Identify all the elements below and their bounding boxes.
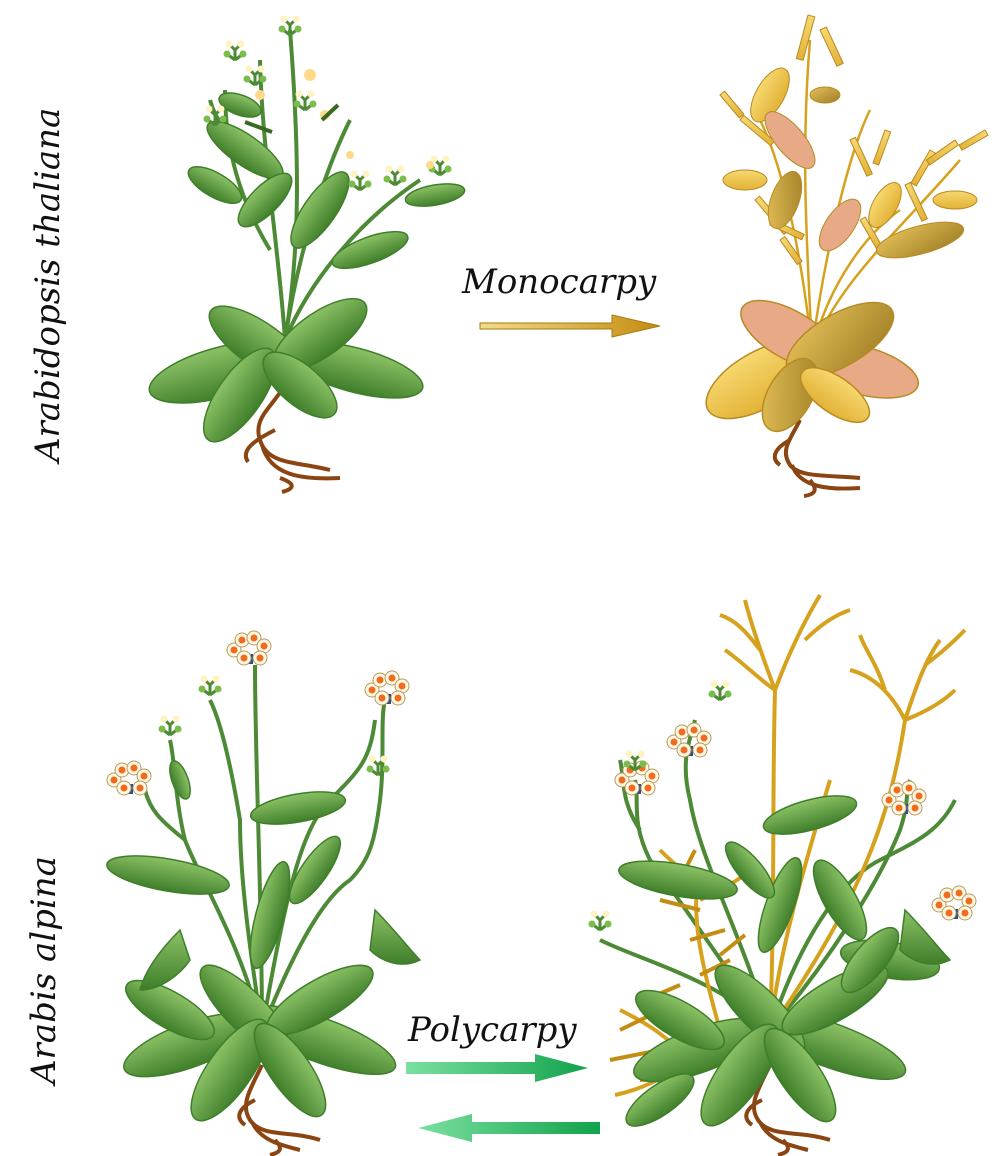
arabis-polycarpic-plant <box>589 595 977 1155</box>
process-label-polycarpy: Polycarpy <box>408 1010 577 1050</box>
species-label-arabidopsis: Arabidopsis thaliana <box>28 108 68 462</box>
polycarpy-forward-arrow <box>406 1054 588 1082</box>
species-label-arabis: Arabis alpina <box>24 856 64 1084</box>
root <box>775 420 860 496</box>
arabidopsis-senescent-plant <box>694 15 988 496</box>
process-label-monocarpy: Monocarpy <box>462 262 656 302</box>
monocarpy-arrow <box>480 315 660 337</box>
arabis-flowering-plant <box>104 631 420 1155</box>
polycarpy-reverse-arrow <box>418 1114 600 1142</box>
arabidopsis-flowering-plant <box>143 16 466 493</box>
